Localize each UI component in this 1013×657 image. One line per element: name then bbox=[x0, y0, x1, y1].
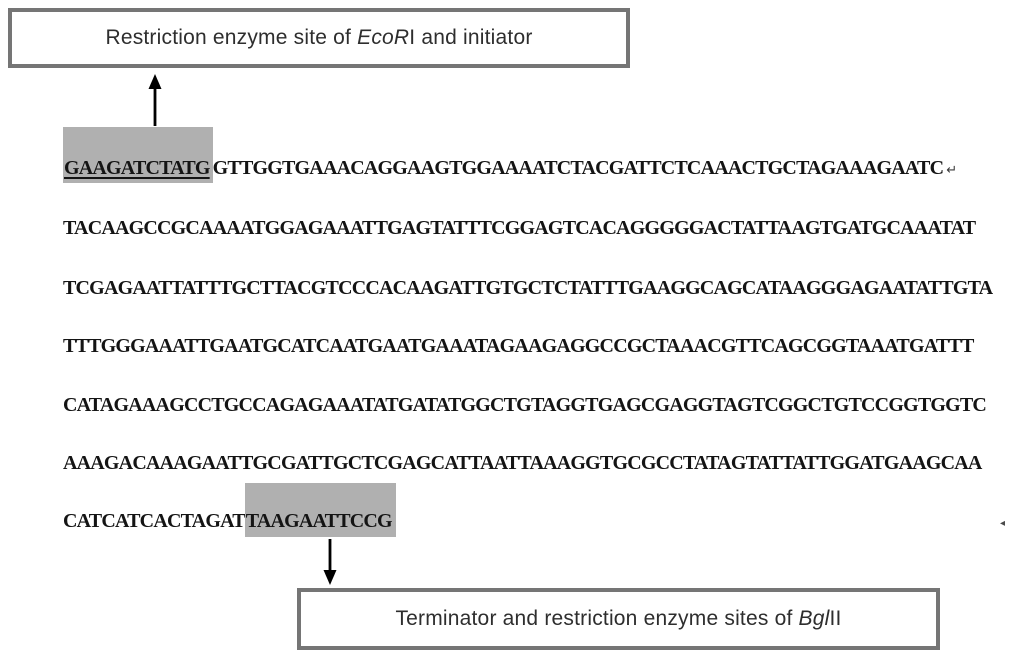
terminator-bglii-highlight: TAAGAATTCCG bbox=[244, 483, 396, 537]
up-arrow-icon bbox=[148, 74, 162, 126]
bglii-label-italic: Bgl bbox=[798, 607, 830, 630]
ecori-label-box: Restriction enzyme site of EcoRI and ini… bbox=[8, 8, 630, 68]
sequence-line-7: CATCATCACTAGATTAAGAATTCCG bbox=[63, 483, 396, 537]
bglii-label-suffix: II bbox=[829, 607, 842, 630]
sequence-line-4: TTTGGGAAATTGAATGCATCAATGAATGAAATAGAAGAGG… bbox=[63, 335, 974, 357]
sequence-line-5: CATAGAAAGCCTGCCAGAGAAATATGATATGGCTGTAGGT… bbox=[63, 394, 987, 416]
ecori-initiator-sequence: GAAGATCTATG bbox=[64, 157, 210, 179]
bglii-label-box: Terminator and restriction enzyme sites … bbox=[297, 588, 940, 650]
ecori-initiator-highlight: GAAGATCTATG bbox=[63, 127, 213, 183]
end-mark-icon: ◂ bbox=[1000, 518, 1006, 529]
ecori-label-italic: EcoR bbox=[357, 26, 410, 49]
down-arrow-icon bbox=[323, 539, 337, 585]
sequence-line-3: TCGAGAATTATTTGCTTACGTCCCACAAGATTGTGCTCTA… bbox=[63, 277, 993, 299]
sequence-line-1-rest: GTTGGTGAAACAGGAAGTGGAAAATCTACGATTCTCAAAC… bbox=[212, 157, 944, 179]
terminator-bglii-sequence: TAAGAATTCCG bbox=[245, 510, 393, 532]
return-mark-icon: ↵ bbox=[946, 162, 958, 177]
ecori-label-suffix: I and initiator bbox=[409, 26, 533, 49]
sequence-line-7-pre: CATCATCACTAGAT bbox=[63, 510, 246, 532]
ecori-label-text: Restriction enzyme site of EcoRI and ini… bbox=[105, 26, 532, 50]
sequence-line-6: AAAGACAAAGAATTGCGATTGCTCGAGCATTAATTAAAGG… bbox=[63, 452, 982, 474]
bglii-label-prefix: Terminator and restriction enzyme sites … bbox=[395, 607, 799, 630]
ecori-label-prefix: Restriction enzyme site of bbox=[105, 26, 358, 49]
sequence-line-2: TACAAGCCGCAAAATGGAGAAATTGAGTATTTCGGAGTCA… bbox=[63, 217, 976, 239]
bglii-label-text: Terminator and restriction enzyme sites … bbox=[395, 607, 841, 631]
